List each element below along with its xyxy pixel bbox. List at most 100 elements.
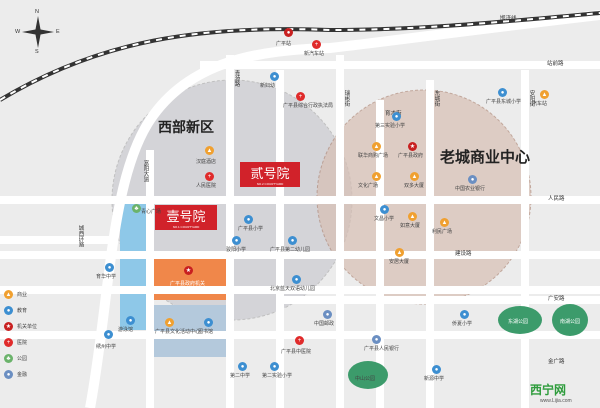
- place-xiuzhou: 绣州中学: [96, 344, 117, 350]
- place-kindergarten: 广平县第二幼儿园: [270, 247, 311, 253]
- legend-item-government: ★ 机关单位: [4, 322, 37, 331]
- river-shape: [120, 200, 150, 330]
- school-icon: ●: [238, 362, 247, 371]
- hospital-icon: +: [295, 336, 304, 345]
- mall-icon: ▲: [410, 172, 419, 181]
- place-zhongshan: 中山公园: [355, 376, 376, 382]
- place-lixin: 利民广场: [432, 229, 453, 235]
- school-icon: ●: [292, 275, 301, 284]
- project-yihao-sub: NO.1 COURTYARD: [172, 225, 200, 229]
- project-yihao[interactable]: 壹号院 NO.1 COURTYARD: [155, 205, 217, 230]
- school-icon: ●: [498, 88, 507, 97]
- compass-east: E: [56, 29, 60, 35]
- legend-label: 医院: [17, 340, 28, 346]
- place-ghospital: 新妇幼: [260, 83, 276, 89]
- park-icon: ♣: [4, 354, 13, 363]
- place-wenchang: 文昌小学: [374, 216, 395, 222]
- school-icon: ●: [380, 205, 389, 214]
- school-icon: ●: [270, 362, 279, 371]
- place-renmin-hosp: 人民医院: [196, 183, 217, 189]
- school-icon: ●: [432, 365, 441, 374]
- hotel-icon: ▲: [205, 146, 214, 155]
- place-ruyi: 如意大厦: [400, 223, 421, 229]
- library-icon: ●: [204, 318, 213, 327]
- place-second-exp: 第三实验小学: [375, 123, 406, 129]
- mall-icon: ▲: [408, 212, 417, 221]
- compass-west: W: [15, 29, 21, 35]
- gov-icon: ★: [184, 266, 193, 275]
- project-erhao[interactable]: 贰号院 NO.2 COURTYARD: [240, 162, 300, 187]
- legend-label: 商业: [17, 292, 28, 298]
- place-agency: 中国农业银行: [455, 186, 486, 192]
- legend-item-hospital: + 医院: [4, 338, 27, 347]
- road-handan: 邯济线: [500, 16, 517, 22]
- legend-item-park: ♣公园: [4, 354, 27, 363]
- finance-icon: ●: [4, 370, 13, 379]
- place-admin: 广平县综合行政执法局: [283, 103, 334, 109]
- legend-label: 机关单位: [17, 324, 38, 330]
- district-west-label: 西部新区: [158, 119, 214, 135]
- road-qingyuan: 青源路: [233, 70, 240, 87]
- government-icon: ★: [4, 322, 13, 331]
- gov-icon: ★: [408, 142, 417, 151]
- bank-icon: ●: [372, 335, 381, 344]
- place-wenhua: 文化广场: [358, 183, 379, 189]
- school-icon: ●: [126, 316, 135, 325]
- place-county-gov: 广平县政府: [398, 153, 424, 159]
- place-library: 图书馆: [198, 329, 214, 335]
- post-icon: ●: [323, 310, 332, 319]
- place-china-post: 中国邮政: [314, 321, 335, 327]
- mall-icon: ▲: [540, 90, 549, 99]
- school-icon: ●: [105, 263, 114, 272]
- school-icon: ●: [232, 236, 241, 245]
- legend-label: 教育: [17, 308, 28, 314]
- school-icon: ●: [104, 330, 113, 339]
- place-trade-bank: 广平县人民银行: [364, 346, 400, 352]
- road-guangan: 广安路: [548, 296, 565, 302]
- legend-item-commerce: ▲商业: [4, 290, 27, 299]
- place-qiaoxia: 侨夏小学: [452, 321, 473, 327]
- legend-item-education: ● 教育: [4, 306, 27, 315]
- watermark-url: www.Lijia.com: [540, 398, 572, 404]
- hospital-icon: +: [4, 338, 13, 347]
- mall-icon: ▲: [395, 248, 404, 257]
- compass-north: N: [35, 9, 39, 15]
- watermark-brand: 西宁网: [530, 383, 567, 397]
- legend-item-finance: ● 金融: [4, 370, 27, 379]
- road-anyang-street: 安阳街: [528, 90, 535, 107]
- place-jiangtai: 骏阳小学: [226, 247, 247, 253]
- admin-icon: +: [296, 92, 305, 101]
- place-shuangduo: 双多大厦: [404, 183, 425, 189]
- education-icon: ●: [4, 306, 13, 315]
- place-xinyuan: 新源中学: [424, 376, 445, 382]
- road-jianshe: 建设路: [455, 251, 472, 257]
- place-second-primary: 第二实验小学: [262, 373, 293, 379]
- project-yihao-name: 壹号院: [166, 209, 206, 224]
- place-chinese-hosp: 广平县中医院: [281, 349, 312, 355]
- bank-icon: ●: [468, 175, 477, 184]
- road-chengxi: 城西环路: [77, 225, 84, 247]
- school-icon: ●: [392, 112, 401, 121]
- compass-rose: [22, 16, 54, 48]
- compass-south: S: [35, 49, 39, 55]
- train-station-icon: ●: [284, 28, 293, 37]
- legend-label: 金融: [17, 372, 28, 378]
- school-icon: ●: [244, 215, 253, 224]
- mall-icon: ▲: [372, 142, 381, 151]
- place-bus-station: 汽车站: [532, 101, 548, 107]
- bus-icon: +: [312, 40, 321, 49]
- road-ruibin: 瑞彬街: [343, 90, 350, 107]
- school-icon: ●: [460, 310, 469, 319]
- place-lianhua: 联华商购广场: [358, 153, 389, 159]
- mall-icon: ▲: [440, 218, 449, 227]
- road-renmin: 人民路: [548, 196, 565, 202]
- place-anju: 安居大厦: [389, 259, 410, 265]
- place-culture: 广平县文化活动中心: [155, 329, 201, 335]
- park-icon: ♣: [132, 204, 141, 213]
- mall-icon: ▲: [372, 172, 381, 181]
- place-new-bus: 新汽车站: [304, 51, 325, 57]
- place-first-middle: 第二中学: [230, 373, 251, 379]
- road-fuyang: 富阳大道: [142, 160, 149, 182]
